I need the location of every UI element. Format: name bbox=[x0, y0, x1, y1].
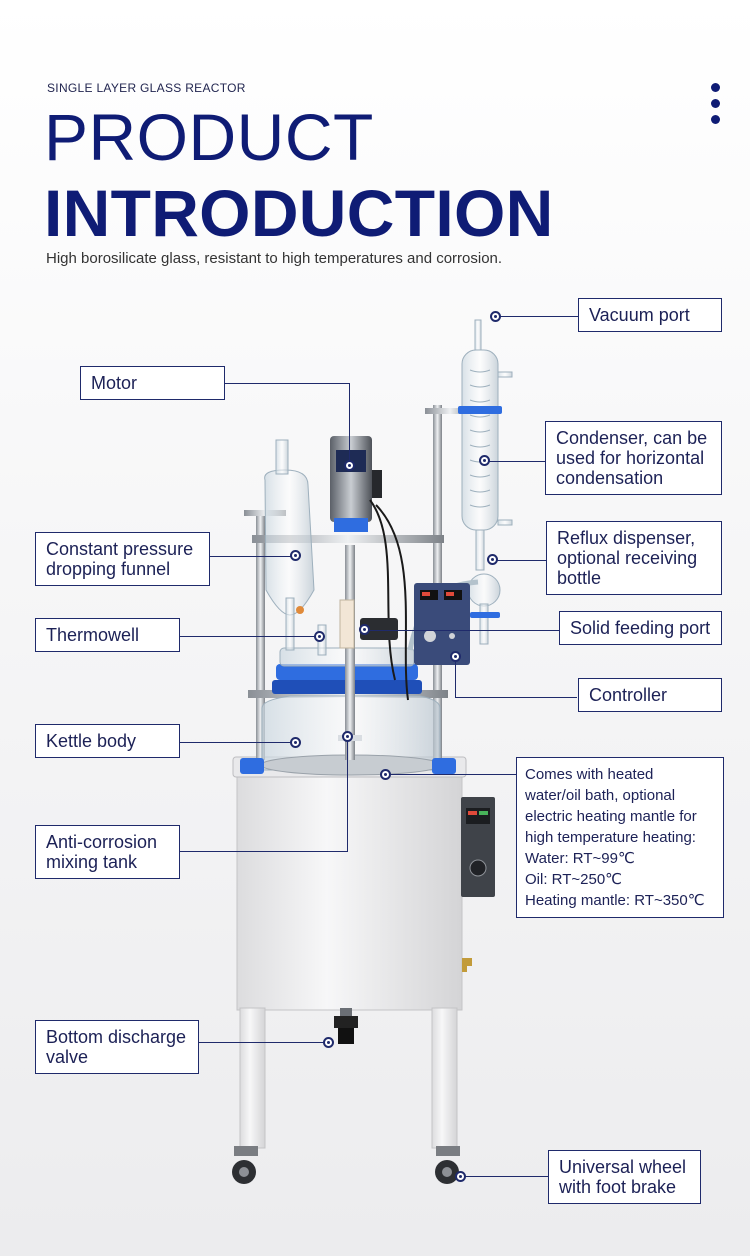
condenser-glass bbox=[461, 349, 499, 531]
callout-controller: Controller bbox=[578, 678, 722, 712]
right-pillar bbox=[433, 405, 442, 760]
left-leg bbox=[239, 1007, 266, 1149]
callout-mixing-tank: Anti-corrosion mixing tank bbox=[35, 825, 180, 879]
dropping-funnel-glass bbox=[264, 469, 315, 616]
more-dots-icon bbox=[711, 83, 723, 131]
callout-thermowell: Thermowell bbox=[35, 618, 180, 652]
receiving-bottle bbox=[467, 573, 501, 607]
callout-motor: Motor bbox=[80, 366, 225, 400]
motor-body bbox=[330, 436, 372, 522]
solid-feeding-port-body bbox=[360, 618, 398, 640]
callout-vacuum-port: Vacuum port bbox=[578, 298, 722, 332]
left-wheel bbox=[232, 1146, 258, 1184]
page-subtitle: High borosilicate glass, resistant to hi… bbox=[46, 250, 503, 267]
right-leg bbox=[431, 1007, 458, 1149]
callout-heated-bath: Comes with heated water/oil bath, option… bbox=[516, 757, 724, 918]
callout-dropping-funnel: Constant pressure dropping funnel bbox=[35, 532, 210, 586]
left-pillar bbox=[256, 515, 265, 760]
controller-box bbox=[414, 583, 470, 665]
page-title-line2: INTRODUCTION bbox=[44, 176, 554, 250]
top-crossbar bbox=[252, 535, 444, 543]
callout-solid-feeding-port: Solid feeding port bbox=[559, 611, 722, 645]
stirring-shaft bbox=[345, 545, 355, 760]
bath-cabinet bbox=[236, 764, 463, 1011]
callout-condenser: Condenser, can be used for horizontal co… bbox=[545, 421, 722, 495]
callout-universal-wheel: Universal wheel with foot brake bbox=[548, 1150, 701, 1204]
page-kicker: SINGLE LAYER GLASS REACTOR bbox=[47, 81, 246, 95]
callout-discharge-valve: Bottom discharge valve bbox=[35, 1020, 199, 1074]
callout-kettle-body: Kettle body bbox=[35, 724, 180, 758]
page-title-line1: PRODUCT bbox=[44, 100, 374, 174]
callout-reflux-dispenser: Reflux dispenser, optional receiving bot… bbox=[546, 521, 722, 595]
right-wheel bbox=[435, 1146, 460, 1184]
